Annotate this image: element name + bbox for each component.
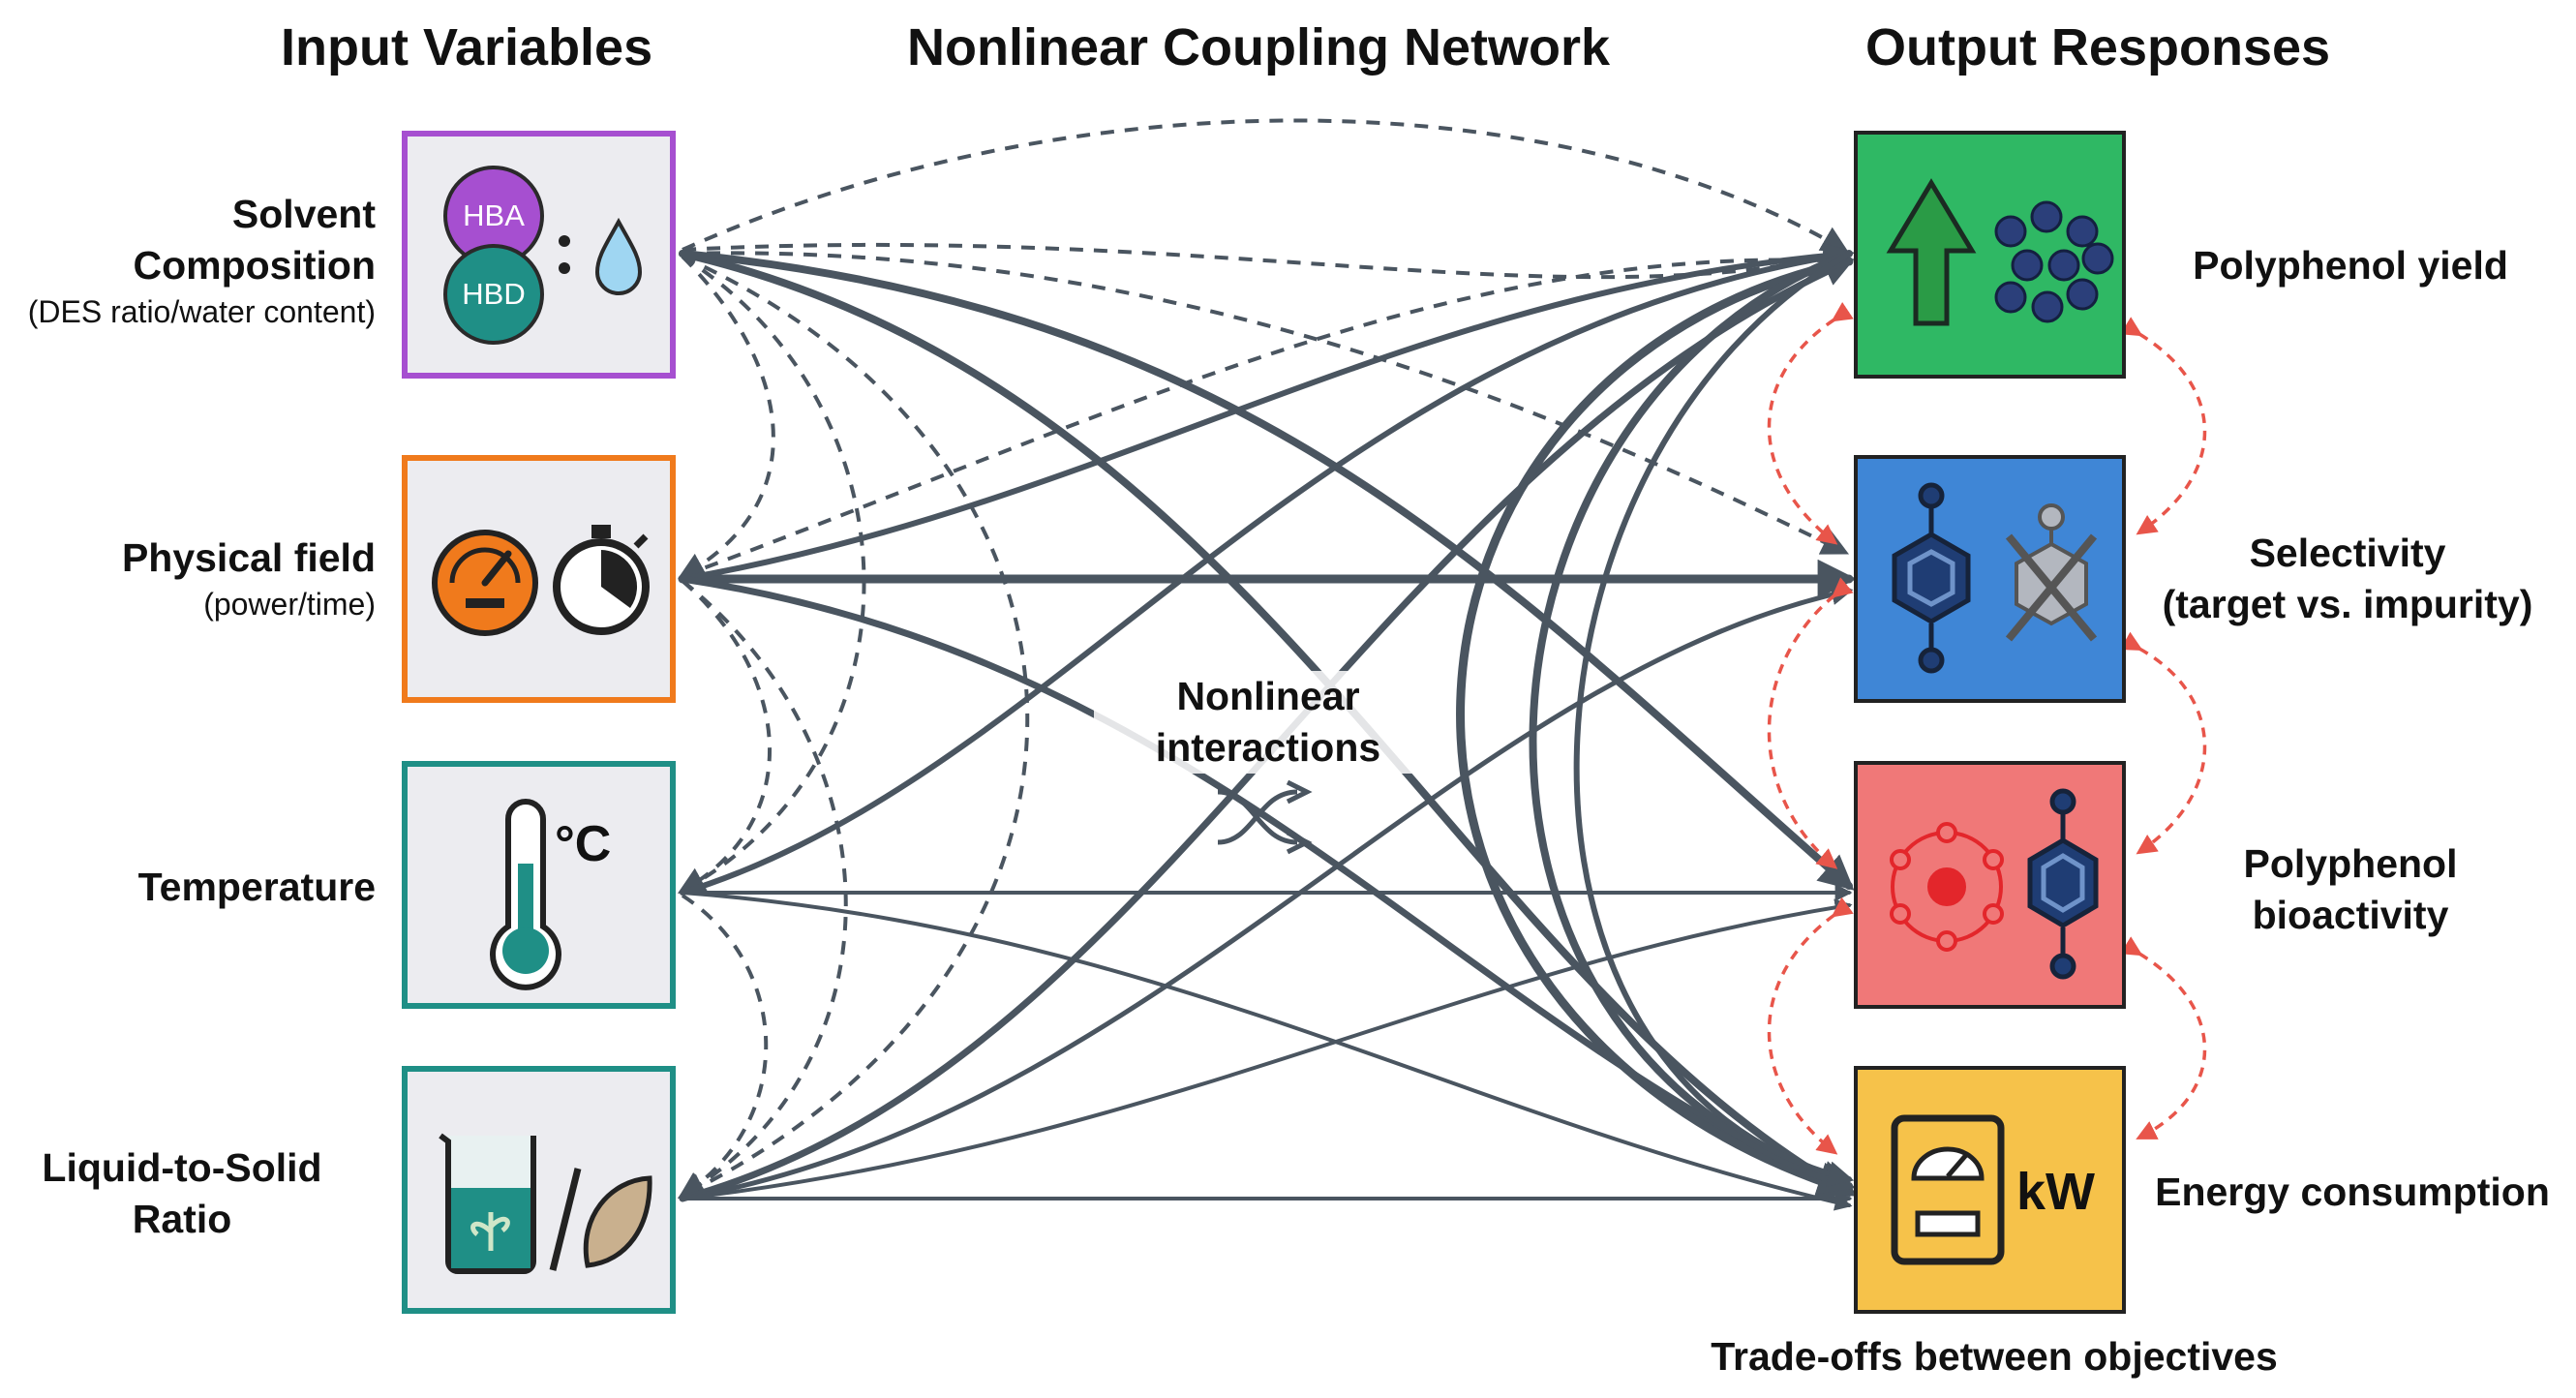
molecule-icon — [2027, 788, 2099, 980]
input-box-physical — [402, 455, 676, 703]
solid-link — [681, 891, 1853, 1211]
output-subtitle: (target vs. impurity) — [2162, 582, 2533, 626]
output-subtitle: bioactivity — [2252, 893, 2449, 937]
input-title-line1: Liquid-to-Solid — [42, 1145, 322, 1190]
output-title: Selectivity — [2249, 531, 2446, 575]
solid-link — [1456, 257, 1857, 1200]
outputs-header: Output Responses — [1865, 18, 2331, 76]
water-drop-icon — [594, 217, 643, 295]
solid-link — [679, 250, 1855, 891]
input-label-liquid-solid: Liquid-to-Solid Ratio — [0, 1142, 376, 1245]
dashed-link — [678, 579, 772, 894]
solid-link — [679, 575, 1855, 1198]
nonlinear-interactions-label: Nonlinear interactions — [1094, 671, 1442, 774]
tradeoff-link — [2120, 317, 2207, 535]
crossed-impurity-icon — [2005, 503, 2098, 642]
input-title: Physical field — [121, 535, 376, 580]
kw-label: kW — [2016, 1163, 2095, 1221]
input-label-temperature: Temperature — [0, 862, 376, 913]
inputs-header: Input Variables — [281, 18, 653, 76]
center-line1: Nonlinear — [1176, 674, 1360, 718]
output-label-selectivity: Selectivity (target vs. impurity) — [2120, 528, 2575, 630]
target-molecule-icon — [1892, 482, 1971, 674]
tradeoff-link — [1767, 577, 1854, 869]
output-box-yield — [1854, 131, 2126, 379]
input-subtitle: (power/time) — [203, 587, 376, 622]
input-title-line2: Composition — [133, 243, 376, 288]
hba-hbd-circles-icon — [443, 166, 643, 345]
dashed-link — [682, 118, 1849, 253]
celsius-label: °C — [555, 816, 612, 872]
tradeoff-link — [1767, 897, 1854, 1155]
solid-link — [1529, 250, 1856, 1195]
thermometer-icon — [490, 799, 561, 990]
tradeoff-link — [2120, 936, 2207, 1140]
input-title-line1: Solvent — [231, 192, 376, 236]
tradeoff-link — [1767, 301, 1854, 545]
output-label-yield: Polyphenol yield — [2193, 243, 2508, 288]
solid-link — [681, 898, 1853, 1200]
tradeoffs-caption: Trade-offs between objectives — [1711, 1334, 2278, 1379]
input-box-temperature: °C — [402, 761, 676, 1009]
radical-scavenging-icon — [1890, 822, 2004, 952]
dashed-link — [678, 579, 848, 1199]
input-label-physical: Physical field (power/time) — [0, 532, 376, 624]
solid-link — [680, 242, 1855, 582]
hba-label: HBA — [463, 198, 525, 232]
output-label-energy: Energy consumption — [2155, 1170, 2550, 1214]
dashed-link — [678, 894, 769, 1200]
input-subtitle: (DES ratio/water content) — [27, 294, 376, 329]
network-header: Nonlinear Coupling Network — [907, 18, 1611, 76]
beaker-plant-icon — [439, 1133, 536, 1274]
tradeoff-link — [2120, 631, 2207, 855]
leaf-icon — [583, 1175, 652, 1268]
center-line2: interactions — [1155, 725, 1381, 770]
up-arrow-icon — [1886, 178, 1977, 326]
input-label-solvent: Solvent Composition (DES ratio/water con… — [0, 189, 376, 332]
input-title-line2: Ratio — [132, 1197, 232, 1241]
particles-icon — [1994, 200, 2114, 323]
output-label-bioactivity: Polyphenol bioactivity — [2147, 838, 2554, 941]
solid-link — [680, 583, 1854, 1201]
output-box-bioactivity — [1854, 761, 2126, 1009]
solid-link — [1573, 251, 1855, 1187]
power-meter-icon — [1891, 1114, 2005, 1265]
input-title: Temperature — [137, 865, 376, 909]
dashed-link — [678, 255, 775, 579]
dashed-link — [682, 251, 1850, 555]
output-title: Polyphenol — [2243, 841, 2458, 886]
dashed-link — [677, 255, 1030, 1199]
input-box-liquid-solid — [402, 1066, 676, 1314]
input-box-solvent: HBA HBD — [402, 131, 676, 379]
hbd-label: HBD — [462, 277, 526, 311]
dashed-link — [682, 242, 1855, 280]
dashed-link — [682, 246, 1850, 578]
power-gauge-icon — [432, 530, 538, 636]
solid-link — [680, 244, 1855, 896]
stopwatch-icon — [553, 525, 650, 635]
output-box-energy: kW — [1854, 1066, 2126, 1314]
output-box-selectivity — [1854, 455, 2126, 703]
